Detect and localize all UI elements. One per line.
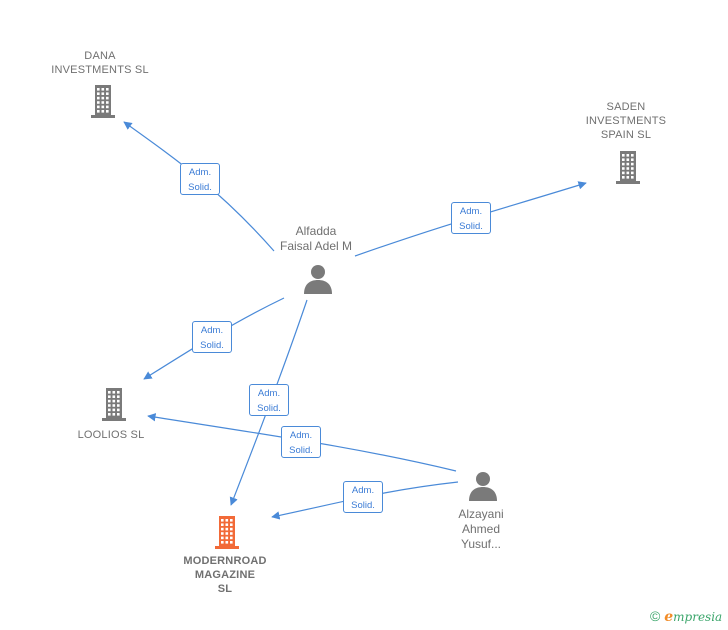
person-icon[interactable] [467,470,499,502]
node-label-dana: DANA INVESTMENTS SL [51,50,149,76]
node-label-modernroad: MODERNROAD MAGAZINE SL [183,555,267,595]
node-label-loolios: LOOLIOS SL [77,429,145,441]
edge-badge-alfadda-dana[interactable]: Adm. Solid. [180,163,220,195]
node-label-saden: SADEN INVESTMENTS SPAIN SL [585,101,667,141]
node-label-alzayani: Alzayani Ahmed Yusuf... [458,507,504,551]
edge-badge-alzayani-modernroad[interactable]: Adm. Solid. [343,481,383,513]
node-label-alfadda: Alfadda Faisal Adel M [279,224,353,253]
person-icon[interactable] [302,263,334,295]
brand-logo: empresia [664,609,723,625]
footer-brand[interactable]: © empresia [650,608,722,625]
edge-badge-alzayani-loolios[interactable]: Adm. Solid. [281,426,321,458]
copyright-icon: © [650,608,661,624]
edge-badge-alfadda-loolios[interactable]: Adm. Solid. [192,321,232,353]
building-icon[interactable] [98,386,130,422]
building-icon[interactable] [612,149,644,185]
building-icon[interactable] [87,83,119,119]
edge-badge-alfadda-modernroad[interactable]: Adm. Solid. [249,384,289,416]
building-icon[interactable] [211,513,243,551]
edge-badge-alfadda-saden[interactable]: Adm. Solid. [451,202,491,234]
